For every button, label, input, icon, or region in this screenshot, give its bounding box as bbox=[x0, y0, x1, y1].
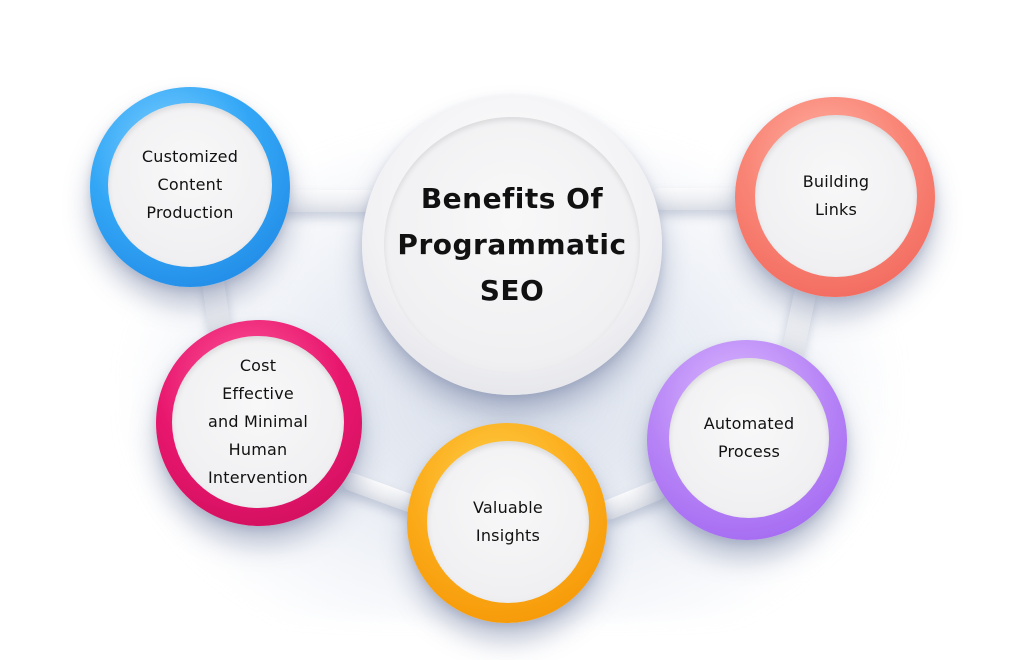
node-automated-process: Automated Process bbox=[647, 340, 847, 540]
diagram-title: Benefits Of Programmatic SEO bbox=[397, 182, 627, 307]
node-label: Customized Content Production bbox=[141, 147, 239, 222]
center-node-face: Benefits Of Programmatic SEO bbox=[384, 117, 640, 373]
node-face: Building Links bbox=[755, 115, 917, 277]
node-face: Cost Effective and Minimal Human Interve… bbox=[172, 336, 344, 508]
node-label: Automated Process bbox=[703, 414, 795, 461]
node-building-links: Building Links bbox=[735, 97, 935, 297]
node-face: Customized Content Production bbox=[108, 103, 272, 267]
node-face: Automated Process bbox=[669, 358, 829, 518]
node-face: Valuable Insights bbox=[427, 441, 589, 603]
node-cost-effective: Cost Effective and Minimal Human Interve… bbox=[156, 320, 362, 526]
node-label: Valuable Insights bbox=[473, 498, 543, 545]
node-valuable-insights: Valuable Insights bbox=[407, 423, 607, 623]
connector-center-to-customized bbox=[280, 190, 380, 212]
node-customized-content-production: Customized Content Production bbox=[90, 87, 290, 287]
connector-center-to-building-links bbox=[650, 188, 750, 210]
node-label: Building Links bbox=[802, 172, 870, 219]
center-node: Benefits Of Programmatic SEO bbox=[362, 95, 662, 395]
node-label: Cost Effective and Minimal Human Interve… bbox=[207, 356, 309, 487]
